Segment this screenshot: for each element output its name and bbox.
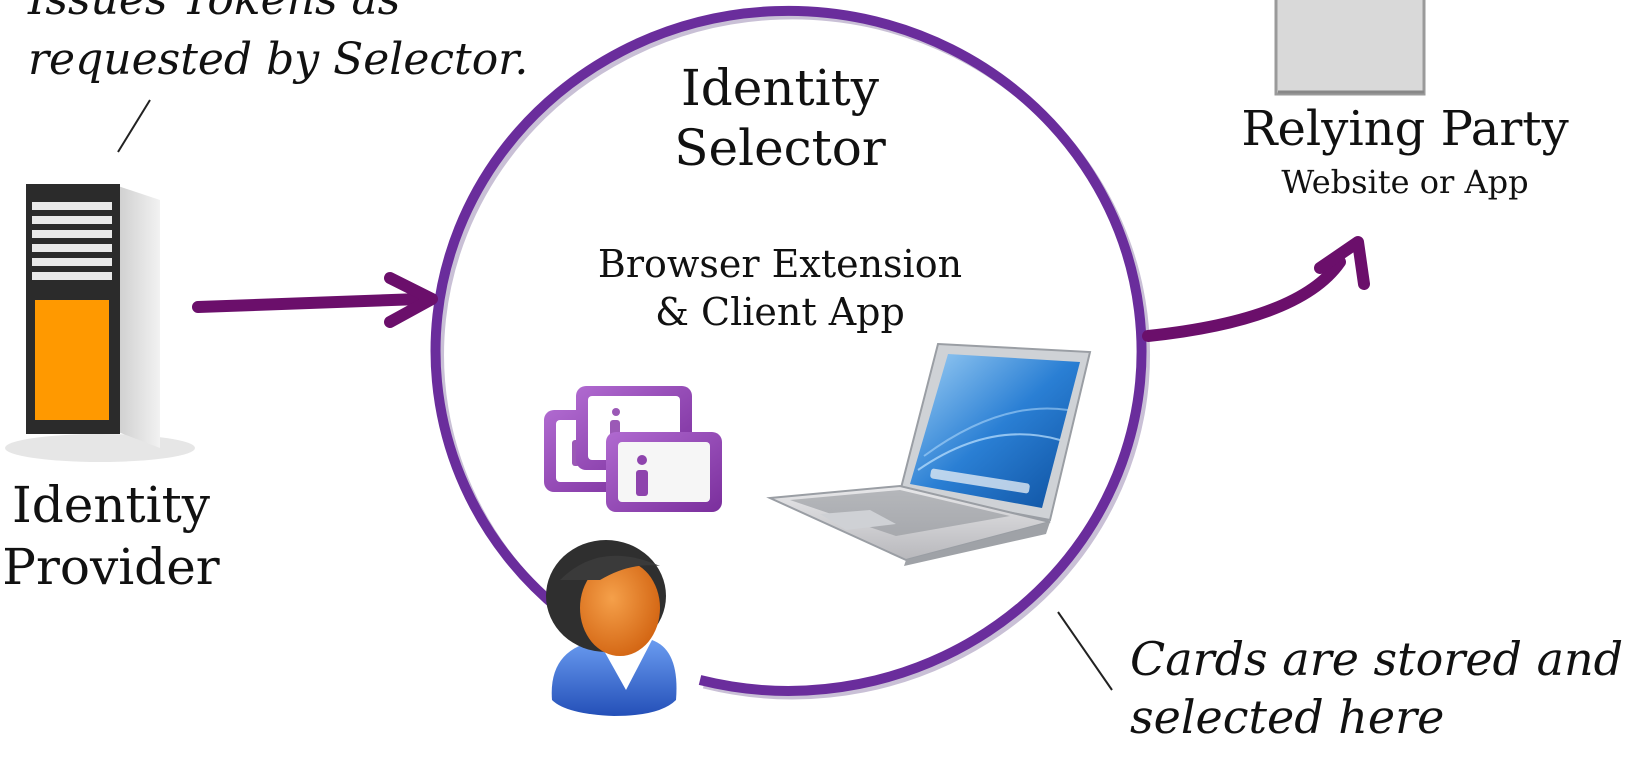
tokens-note-line-1: Issues Tokens as [28, 0, 528, 30]
identity-provider-label: Identity Provider [0, 474, 222, 598]
server-icon [5, 184, 195, 462]
arrow-idp-to-selector [192, 272, 438, 328]
tokens-note-line-2: requested by Selector. [28, 34, 529, 85]
cards-note: Cards are stored and selected here [1130, 630, 1623, 746]
identity-selector-sub-line-1: Browser Extension [597, 242, 963, 286]
relying-party-title: Relying Party [1241, 101, 1569, 157]
identity-selector-sub-line-2: & Client App [655, 290, 905, 334]
identity-selector-title: Identity Selector [620, 58, 940, 178]
identity-provider-line-1: Identity [12, 476, 210, 534]
relying-party-subtitle: Website or App [1281, 163, 1529, 201]
identity-selector-subtitle: Browser Extension & Client App [560, 240, 1000, 336]
arrow-selector-to-relying-party [1142, 236, 1370, 342]
information-cards-icon [544, 386, 722, 512]
identity-selector-title-line-2: Selector [674, 119, 886, 177]
cards-note-line-1: Cards are stored and [1130, 632, 1624, 686]
relying-party-window-icon [1274, 0, 1426, 96]
laptop-icon [766, 342, 1092, 566]
identity-provider-line-2: Provider [2, 538, 220, 596]
cards-note-line-2: selected here [1130, 690, 1445, 744]
bottom-note-pointer [1057, 611, 1113, 691]
identity-selector-title-line-1: Identity [681, 59, 879, 117]
tokens-note: Issues Tokens as requested by Selector. [28, 0, 528, 90]
top-note-pointer [117, 99, 151, 153]
user-avatar-icon [546, 520, 698, 716]
identity-selector-circle [430, 5, 1150, 700]
